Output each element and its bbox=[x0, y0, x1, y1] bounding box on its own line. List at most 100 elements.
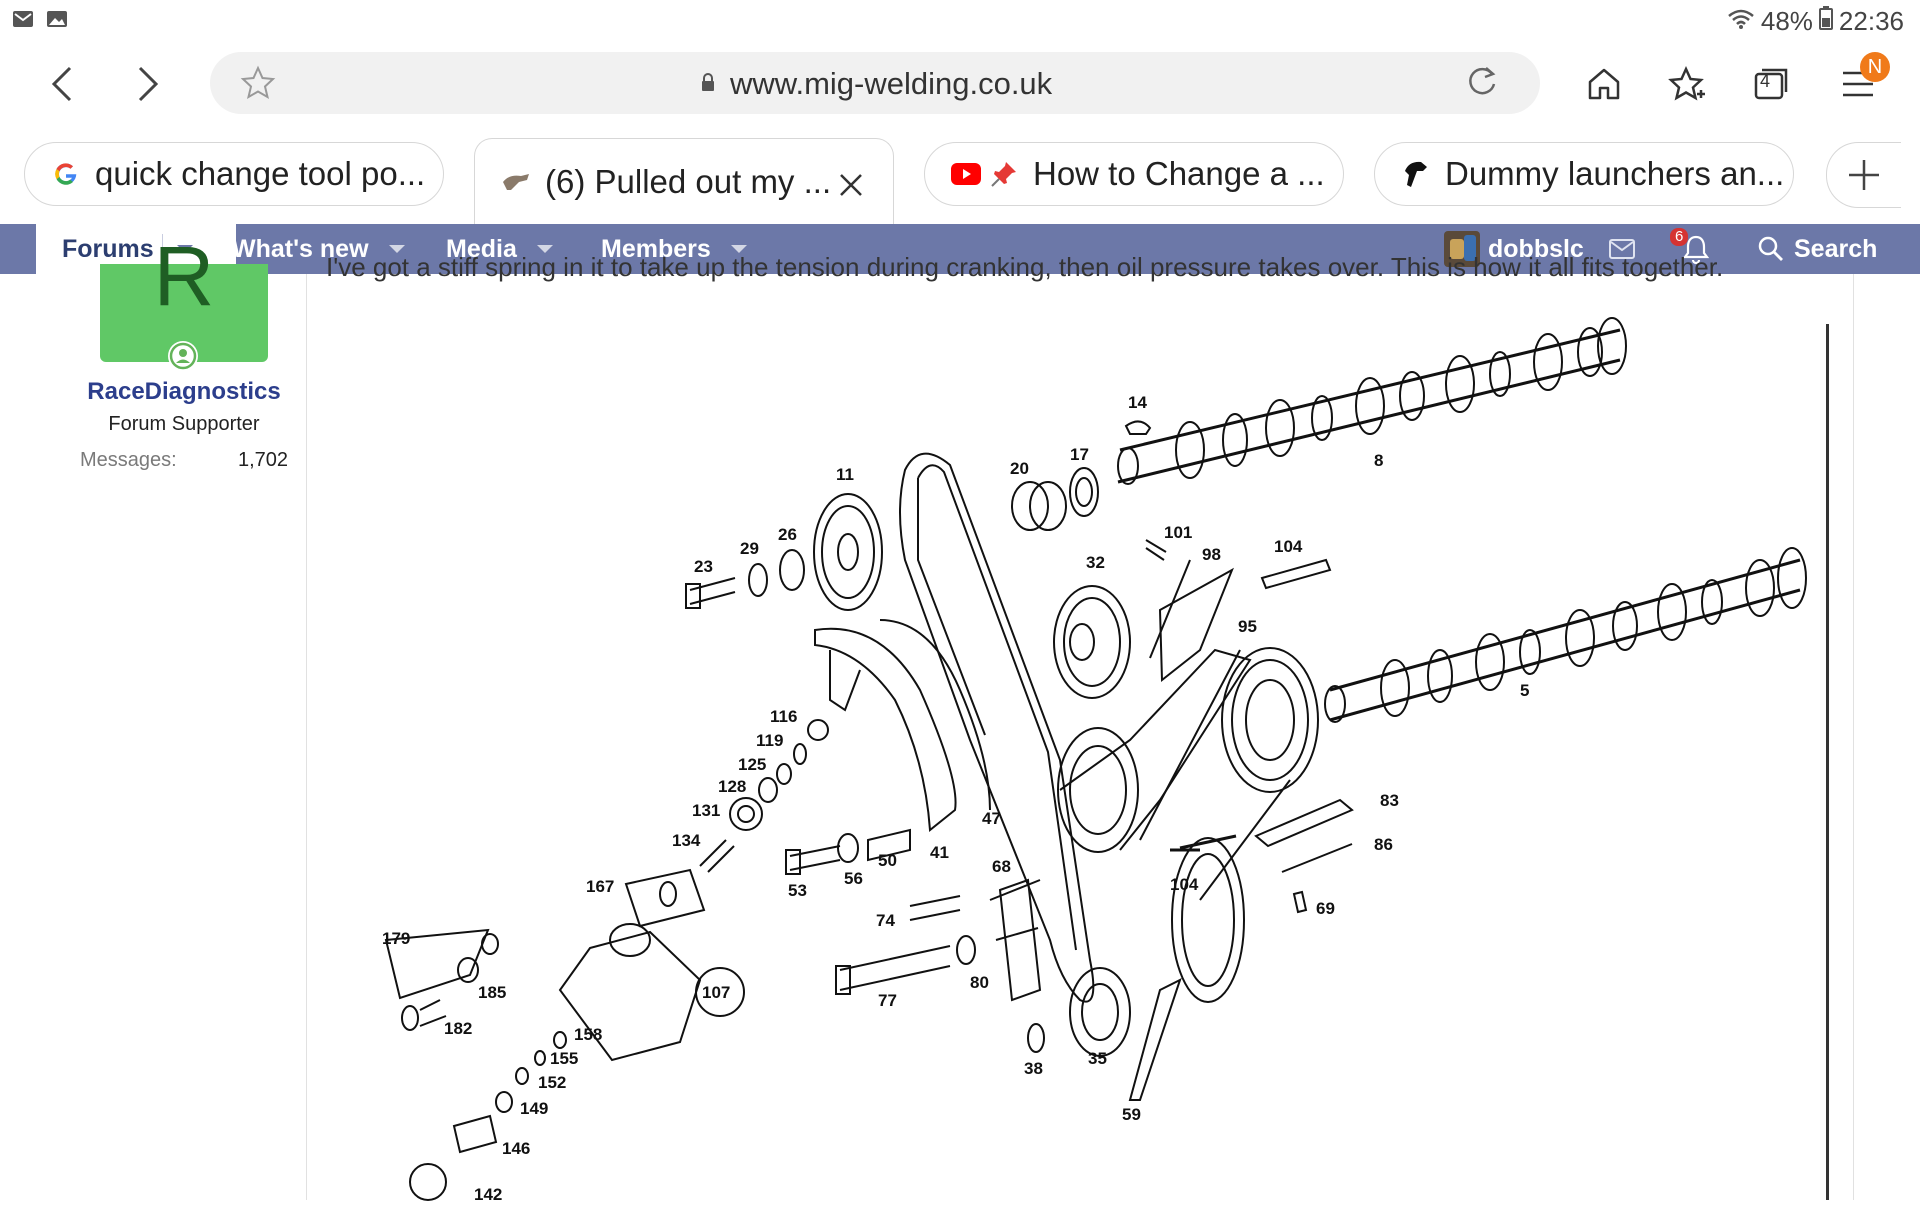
part-number-label: 23 bbox=[694, 557, 713, 576]
alerts-button[interactable]: 6 bbox=[1670, 224, 1714, 274]
author-username[interactable]: RaceDiagnostics bbox=[87, 378, 281, 405]
google-favicon-icon bbox=[51, 159, 81, 189]
part-number-label: 131 bbox=[692, 801, 720, 820]
nav-divider bbox=[161, 234, 163, 264]
part-number-label: 116 bbox=[770, 707, 797, 726]
part-number-label: 95 bbox=[1238, 617, 1257, 636]
part-number-label: 47 bbox=[982, 809, 1001, 828]
battery-percent: 48% bbox=[1760, 6, 1813, 36]
new-tab-button[interactable] bbox=[1826, 142, 1901, 208]
part-number-label: 20 bbox=[1010, 459, 1029, 478]
tabs-icon bbox=[1754, 68, 1788, 100]
close-tab-icon[interactable] bbox=[837, 171, 865, 204]
gallery-notification-icon bbox=[46, 10, 68, 28]
author-title: Forum Supporter bbox=[108, 413, 260, 435]
part-number-label: 149 bbox=[520, 1099, 548, 1118]
plus-icon bbox=[1849, 160, 1879, 190]
nav-whats-new[interactable]: What's new bbox=[232, 224, 405, 274]
part-number-label: 98 bbox=[1202, 545, 1221, 564]
chevron-down-icon[interactable] bbox=[536, 245, 553, 253]
bookmarks-star-icon bbox=[1668, 65, 1705, 101]
tab-quick-change[interactable]: quick change tool po... bbox=[24, 142, 444, 206]
part-number-label: 32 bbox=[1086, 553, 1105, 572]
part-number-label: 134 bbox=[672, 831, 701, 850]
inbox-button[interactable] bbox=[1608, 224, 1636, 274]
menu-button[interactable]: N bbox=[1836, 52, 1890, 106]
username: dobbslc bbox=[1488, 234, 1584, 263]
wifi-icon bbox=[1727, 6, 1755, 37]
home-button[interactable] bbox=[1582, 62, 1626, 106]
part-number-label: 125 bbox=[738, 755, 766, 774]
part-number-label: 11 bbox=[836, 465, 854, 484]
part-number-label: 74 bbox=[876, 911, 895, 930]
battery-icon bbox=[1818, 6, 1833, 37]
forward-button[interactable] bbox=[124, 60, 172, 108]
part-number-label: 158 bbox=[574, 1025, 602, 1044]
nav-members[interactable]: Members bbox=[601, 224, 747, 274]
part-number-label: 146 bbox=[502, 1139, 530, 1158]
part-number-label: 86 bbox=[1374, 835, 1393, 854]
messages-label: Messages: bbox=[80, 449, 177, 471]
part-number-label: 8 bbox=[1374, 451, 1383, 470]
bookmark-star-icon[interactable] bbox=[240, 65, 276, 106]
nav-forums-label: Forums bbox=[62, 234, 154, 263]
part-number-label: 167 bbox=[586, 877, 614, 896]
part-number-label: 152 bbox=[538, 1073, 566, 1092]
part-number-label: 182 bbox=[444, 1019, 472, 1038]
bell-icon bbox=[1682, 235, 1710, 265]
browser-toolbar: www.mig-welding.co.uk 4 N bbox=[0, 44, 1920, 124]
tab-count: 4 bbox=[1760, 71, 1771, 91]
part-number-label: 41 bbox=[930, 843, 949, 862]
part-number-label: 80 bbox=[970, 973, 989, 992]
nav-media[interactable]: Media bbox=[446, 224, 553, 274]
post-author-sidebar bbox=[62, 274, 307, 1200]
part-number-label: 142 bbox=[474, 1185, 502, 1204]
tab-title: Dummy launchers an... bbox=[1445, 155, 1785, 192]
search-button[interactable]: Search bbox=[1758, 224, 1877, 274]
url-text[interactable]: www.mig-welding.co.uk bbox=[730, 66, 1053, 101]
chevron-left-icon bbox=[51, 66, 72, 102]
search-icon bbox=[1758, 236, 1783, 261]
part-number-label: 59 bbox=[1122, 1105, 1141, 1124]
image-frame-edge bbox=[1826, 324, 1829, 1200]
tab-dummy-launchers[interactable]: Dummy launchers an... bbox=[1374, 142, 1794, 206]
part-number-label: 35 bbox=[1088, 1049, 1107, 1068]
avatar-initial: R bbox=[153, 229, 215, 323]
chevron-down-icon[interactable] bbox=[388, 245, 405, 253]
tab-title: (6) Pulled out my ... bbox=[545, 162, 832, 200]
pin-emoji-icon bbox=[989, 159, 1019, 189]
chevron-right-icon bbox=[138, 66, 159, 102]
part-number-label: 155 bbox=[550, 1049, 578, 1068]
address-bar[interactable]: www.mig-welding.co.uk bbox=[210, 52, 1540, 114]
reload-icon[interactable] bbox=[1464, 64, 1500, 105]
back-button[interactable] bbox=[38, 60, 86, 108]
alert-count-badge: 6 bbox=[1670, 228, 1689, 246]
bookmarks-button[interactable] bbox=[1666, 62, 1710, 106]
chevron-down-icon[interactable] bbox=[176, 245, 193, 253]
tab-how-to-change[interactable]: How to Change a ... bbox=[924, 142, 1344, 206]
account-link[interactable]: dobbslc bbox=[1444, 224, 1584, 274]
part-number-label: 5 bbox=[1520, 681, 1529, 700]
nav-members-label: Members bbox=[601, 234, 711, 263]
tab-pulled-out[interactable]: (6) Pulled out my ... bbox=[474, 138, 894, 224]
part-number-label: 185 bbox=[478, 983, 506, 1002]
status-bar: 48% 22:36 bbox=[0, 0, 1920, 44]
nav-media-label: Media bbox=[446, 234, 517, 263]
avatar bbox=[1444, 231, 1480, 267]
dog-favicon-icon bbox=[1401, 159, 1431, 189]
lock-icon bbox=[700, 72, 716, 97]
envelope-icon bbox=[1609, 239, 1635, 259]
home-icon bbox=[1588, 68, 1620, 100]
part-number-label: 128 bbox=[718, 777, 746, 796]
welding-favicon-icon bbox=[501, 167, 531, 197]
part-number-label: 104 bbox=[1274, 537, 1303, 556]
part-number-label: 69 bbox=[1316, 899, 1335, 918]
messages-count: 1,702 bbox=[238, 449, 289, 471]
clock: 22:36 bbox=[1838, 6, 1904, 36]
tab-title: quick change tool po... bbox=[95, 155, 426, 192]
chevron-down-icon[interactable] bbox=[730, 245, 747, 253]
youtube-favicon-icon bbox=[951, 159, 981, 189]
tab-switcher-button[interactable]: 4 bbox=[1750, 62, 1794, 106]
part-number-label: 29 bbox=[740, 539, 759, 558]
